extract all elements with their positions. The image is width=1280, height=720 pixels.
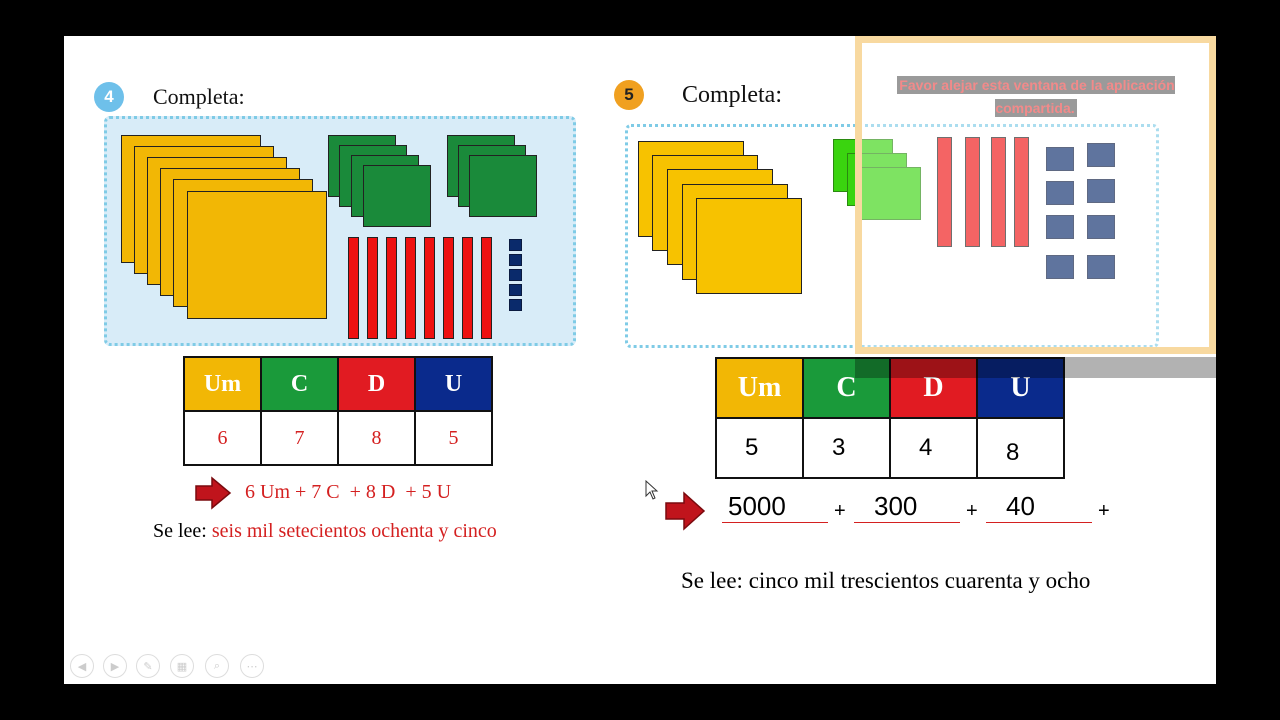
plus-sign: + bbox=[834, 500, 846, 522]
header-um: Um bbox=[715, 357, 804, 419]
pen-icon[interactable]: ✎ bbox=[136, 654, 160, 678]
unit-cube bbox=[1046, 181, 1074, 205]
expansion-term-3[interactable]: 40 bbox=[986, 491, 1092, 523]
value-d[interactable]: 4 bbox=[889, 417, 978, 479]
ten-rod bbox=[481, 237, 492, 339]
header-u: U bbox=[414, 356, 493, 412]
unit-cube bbox=[509, 239, 522, 251]
prev-icon[interactable]: ◀ bbox=[70, 654, 94, 678]
value-u[interactable]: 8 bbox=[976, 417, 1065, 479]
place-value-table-left: Um C D U 6 7 8 5 bbox=[183, 356, 493, 466]
value-d: 8 bbox=[337, 410, 416, 466]
place-value-table-right: Um C D U 5 3 4 8 bbox=[715, 357, 1065, 479]
thousand-block bbox=[696, 198, 802, 294]
plus-sign: + bbox=[1098, 500, 1110, 522]
unit-cube bbox=[509, 299, 522, 311]
presentation-slide: 4 Completa: Um bbox=[64, 36, 1216, 684]
ten-rod bbox=[965, 137, 980, 247]
ten-rod bbox=[443, 237, 454, 339]
unit-cube bbox=[1046, 147, 1074, 171]
share-notice-text: Favor alejar esta ventana de la aplicaci… bbox=[897, 76, 1175, 117]
header-d: D bbox=[889, 357, 978, 419]
unit-cube bbox=[509, 269, 522, 281]
ten-rod bbox=[462, 237, 473, 339]
exercise-badge-4: 4 bbox=[94, 82, 124, 112]
ten-rod bbox=[937, 137, 952, 247]
ten-rod bbox=[348, 237, 359, 339]
value-um: 6 bbox=[183, 410, 262, 466]
reading-line-right: Se lee: cinco mil trescientos cuarenta y… bbox=[681, 568, 1091, 593]
hundred-block bbox=[861, 167, 921, 220]
header-d: D bbox=[337, 356, 416, 412]
value-c: 7 bbox=[260, 410, 339, 466]
slides-icon[interactable]: ▦ bbox=[170, 654, 194, 678]
header-c: C bbox=[802, 357, 891, 419]
reading-line-left: Se lee: seis mil setecientos ochenta y c… bbox=[153, 520, 497, 543]
header-um: Um bbox=[183, 356, 262, 412]
ten-rod bbox=[367, 237, 378, 339]
unit-cube bbox=[1087, 215, 1115, 239]
hundred-block bbox=[363, 165, 431, 227]
unit-cube bbox=[1087, 255, 1115, 279]
ten-rod bbox=[1014, 137, 1029, 247]
more-icon[interactable]: ⋯ bbox=[240, 654, 264, 678]
share-notice: Favor alejar esta ventana de la aplicaci… bbox=[870, 74, 1202, 120]
plus-sign: + bbox=[966, 500, 978, 522]
exercise-5-heading: Completa: bbox=[682, 82, 782, 108]
base-ten-blocks-panel-left bbox=[104, 116, 576, 346]
expansion-text: 6 Um + 7 C + 8 D + 5 U bbox=[245, 481, 452, 503]
value-c[interactable]: 3 bbox=[802, 417, 891, 479]
reading-answer: seis mil setecientos ochenta y cinco bbox=[211, 520, 497, 542]
unit-cube bbox=[1087, 143, 1115, 167]
unit-cube bbox=[1046, 255, 1074, 279]
value-um[interactable]: 5 bbox=[715, 417, 804, 479]
exercise-badge-5: 5 bbox=[614, 80, 644, 110]
mouse-cursor-icon bbox=[645, 480, 659, 500]
next-icon[interactable]: ▶ bbox=[103, 654, 127, 678]
share-overlay-shadow bbox=[855, 357, 1216, 378]
value-u: 5 bbox=[414, 410, 493, 466]
ten-rod bbox=[386, 237, 397, 339]
unit-cube bbox=[1046, 215, 1074, 239]
unit-cube bbox=[509, 284, 522, 296]
zoom-icon[interactable]: ⌕ bbox=[205, 654, 229, 678]
ten-rod bbox=[991, 137, 1006, 247]
header-c: C bbox=[260, 356, 339, 412]
exercise-4-heading: Completa: bbox=[153, 84, 245, 109]
unit-cube bbox=[509, 254, 522, 266]
arrow-icon bbox=[665, 491, 706, 531]
header-u: U bbox=[976, 357, 1065, 419]
hundred-block bbox=[469, 155, 537, 217]
ten-rod bbox=[424, 237, 435, 339]
ten-rod bbox=[405, 237, 416, 339]
thousand-block bbox=[187, 191, 327, 319]
reading-label: Se lee: bbox=[153, 520, 207, 542]
unit-cube bbox=[1087, 179, 1115, 203]
expansion-term-1[interactable]: 5000 bbox=[722, 491, 828, 523]
expansion-term-2[interactable]: 300 bbox=[854, 491, 960, 523]
arrow-icon bbox=[195, 476, 232, 510]
